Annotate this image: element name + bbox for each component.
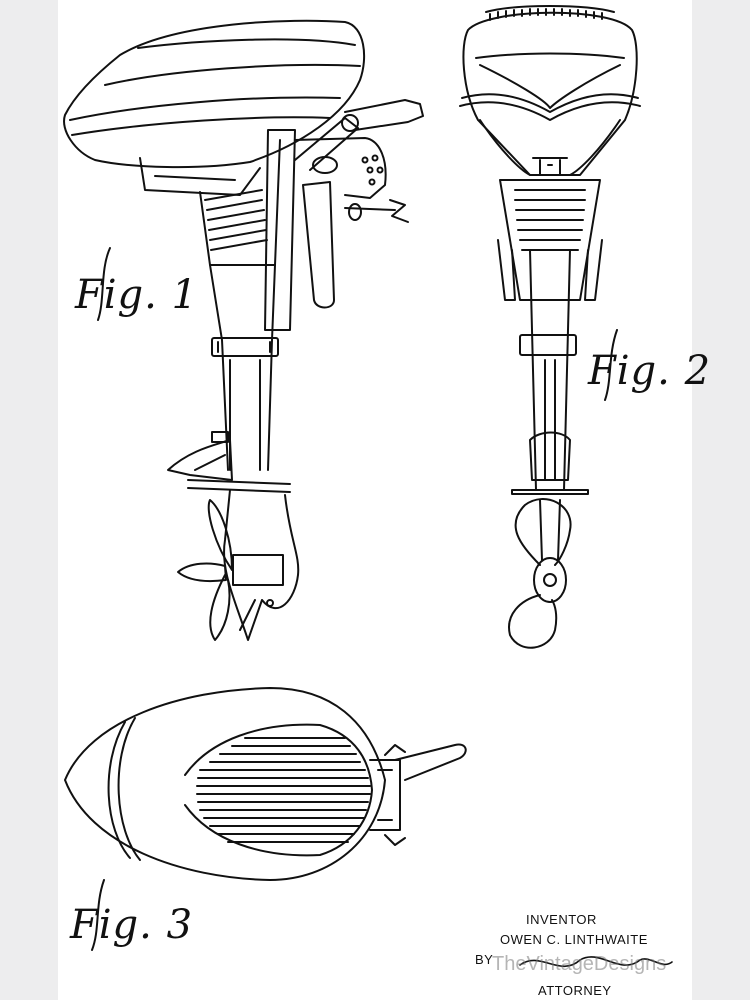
attorney-label: ATTORNEY — [538, 983, 612, 998]
attorney-signature — [519, 956, 673, 967]
fig3-label: Fig. 3 — [70, 902, 194, 948]
fig1-outboard-motor-side-view — [63, 19, 424, 641]
fig2-label-flourish — [604, 329, 618, 401]
fig2-label: Fig. 2 — [588, 348, 712, 394]
fig2-outboard-motor-rear-view — [459, 5, 641, 649]
inventor-name: OWEN C. LINTHWAITE — [500, 932, 648, 947]
fig1-label-flourish — [97, 247, 111, 321]
fig3-label-flourish — [91, 879, 105, 951]
by-label: BY — [475, 952, 494, 967]
fig1-label: Fig. 1 — [75, 272, 199, 318]
fig3-outboard-motor-top-view — [64, 687, 467, 881]
watermark: TheVintageDesigns — [492, 953, 667, 975]
inventor-label: INVENTOR — [526, 912, 597, 927]
